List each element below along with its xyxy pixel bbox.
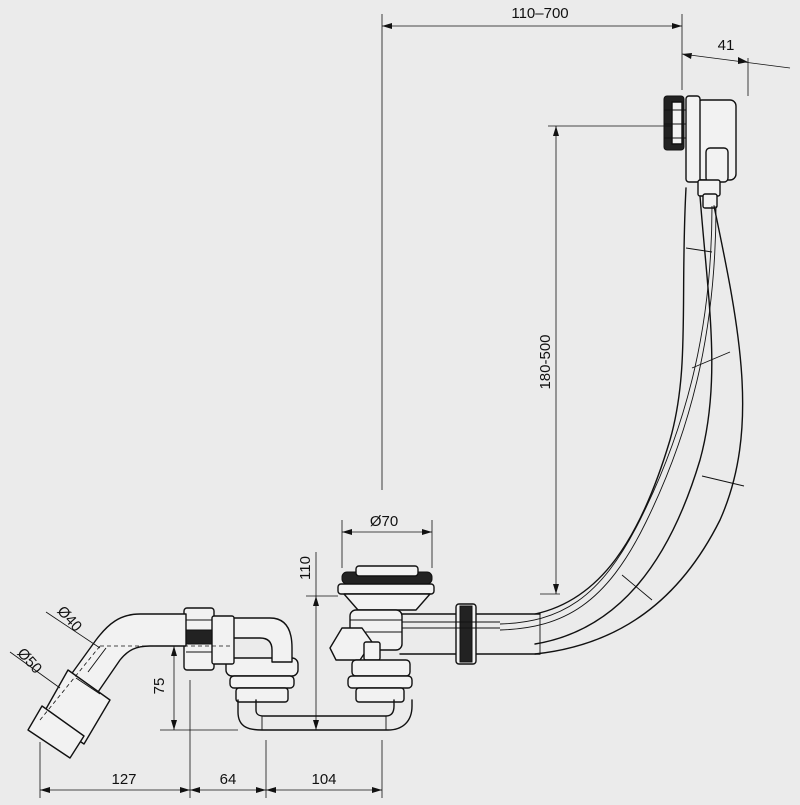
dimension-lines <box>9 14 791 798</box>
dim-waste-height: 110 <box>297 556 314 580</box>
connecting-pipe <box>399 603 541 665</box>
dim-trap-height: 75 <box>151 678 168 695</box>
dim-overall-length: 110–700 <box>511 5 568 22</box>
dim-overflow-height: 180-500 <box>537 334 554 389</box>
outlet-bend <box>27 607 293 759</box>
dim-waste-diameter: Ø70 <box>370 513 398 530</box>
dim-horizontal-64: 64 <box>220 771 237 788</box>
dim-overflow-depth: 41 <box>718 37 735 54</box>
waste-outlet <box>329 565 435 703</box>
overflow-head <box>663 95 737 209</box>
dim-horizontal-104: 104 <box>311 771 336 788</box>
dim-pipe-diameter-40: Ø40 <box>54 603 86 635</box>
dim-horizontal-127: 127 <box>111 771 136 788</box>
overflow-hose <box>499 187 745 655</box>
dim-pipe-diameter-50: Ø50 <box>14 645 46 677</box>
